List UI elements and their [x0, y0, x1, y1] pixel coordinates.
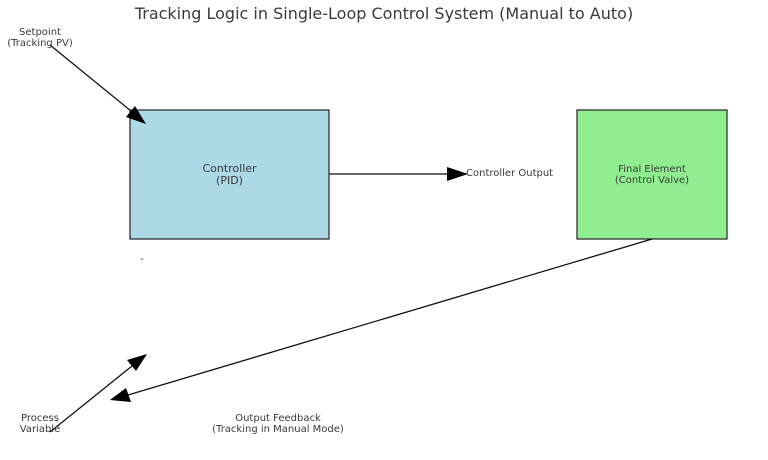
setpoint-label: Setpoint (Tracking PV)	[0, 27, 80, 49]
controller-label-line2: (PID)	[216, 173, 243, 187]
output-feedback-label: Output Feedback (Tracking in Manual Mode…	[198, 413, 358, 435]
final-element-label-line2: (Control Valve)	[614, 174, 690, 186]
setpoint-label-line2: (Tracking PV)	[7, 38, 73, 49]
output-feedback-arrow-head	[110, 388, 131, 402]
final-element-label-line1: Final Element	[618, 163, 686, 175]
process-variable-arrow-head	[127, 354, 147, 371]
output-feedback-arrow-shaft	[127, 238, 653, 396]
final-element-box	[576, 109, 728, 240]
setpoint-arrow-shaft	[49, 44, 132, 112]
setpoint-arrow-head	[126, 106, 146, 124]
process-variable-label-line2: Variable	[19, 424, 61, 435]
setpoint-label-line1: Setpoint	[19, 27, 61, 38]
controller-box	[129, 109, 330, 240]
diagram-title: Tracking Logic in Single-Loop Control Sy…	[134, 4, 634, 23]
controller-label: Controller (PID)	[130, 110, 329, 239]
process-variable-label-line1: Process	[21, 413, 59, 424]
controller-output-label: Controller Output	[466, 168, 554, 179]
output-feedback-label-line1: Output Feedback	[235, 413, 321, 424]
output-feedback-label-line2: (Tracking in Manual Mode)	[212, 424, 344, 435]
final-element-label: Final Element (Control Valve)	[577, 110, 727, 239]
controller-label-line1: Controller	[202, 161, 257, 175]
minus-sign: -	[140, 254, 144, 265]
controller-output-arrow-head	[447, 167, 468, 181]
process-variable-arrow-shaft	[49, 365, 133, 433]
process-variable-label: Process Variable	[0, 413, 80, 435]
